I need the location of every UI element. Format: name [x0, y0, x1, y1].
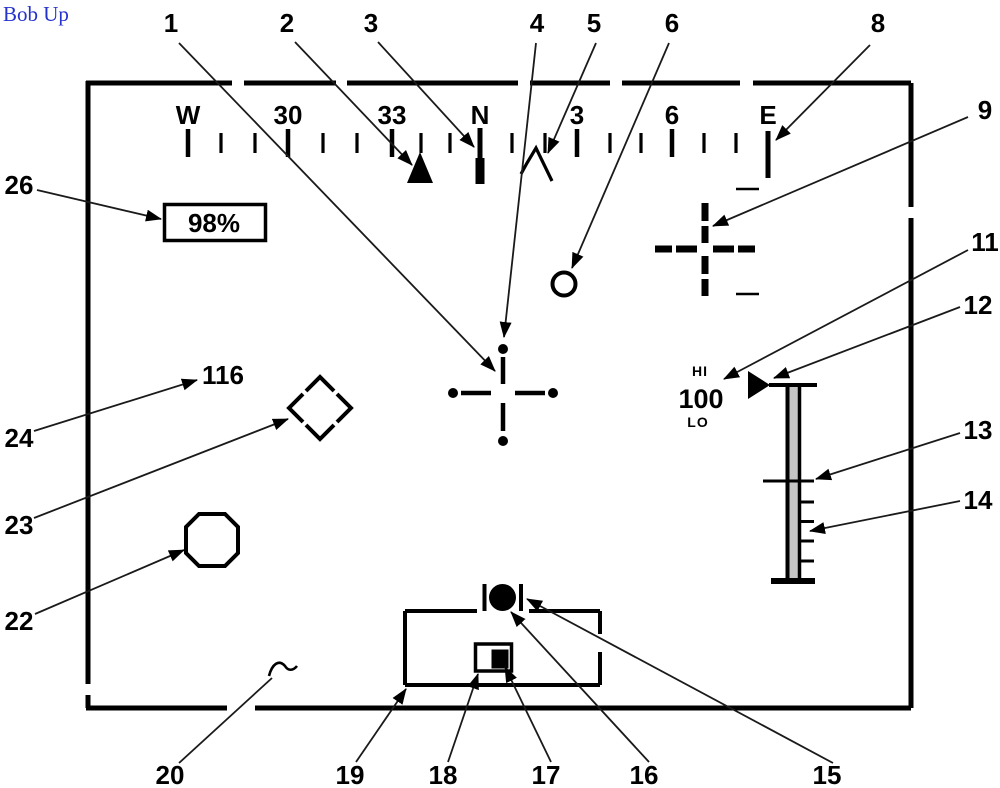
callout-4-leader	[499, 42, 537, 338]
callout-5-leader	[547, 42, 597, 154]
callout-24-number: 24	[5, 423, 34, 453]
heading-tape-label-N: N	[471, 100, 490, 130]
heading-tape-label-6: 6	[665, 100, 679, 130]
callout-3-leader	[377, 41, 475, 148]
velocity-box-group	[473, 642, 514, 673]
callout-11-number: 11	[971, 227, 999, 257]
acquisition-diamond	[286, 374, 354, 442]
callout-19-number: 19	[336, 760, 365, 788]
callout-15-leader	[526, 598, 834, 764]
callout-11-leader	[723, 249, 969, 380]
airspeed-value: 116	[202, 360, 244, 390]
callout-13-leader	[815, 432, 961, 481]
octagon-symbol	[184, 512, 240, 568]
callout-12-number: 12	[964, 290, 993, 320]
callout-6-leader	[571, 42, 670, 269]
callout-13-number: 13	[964, 415, 993, 445]
callout-1-leader	[178, 42, 496, 372]
callout-17-leader	[504, 666, 552, 763]
page-title: Bob Up	[3, 2, 69, 26]
callout-4-number: 4	[530, 8, 545, 38]
callout-26-leader	[36, 189, 162, 222]
callout-14-leader	[809, 500, 961, 534]
callout-9-number: 9	[978, 95, 992, 125]
heading-tape-label-E: E	[759, 100, 776, 130]
radar-alt-block: HI 100 LO	[678, 363, 723, 430]
callout-16-number: 16	[630, 760, 659, 788]
callout-12-leader	[773, 306, 961, 379]
callout-9-leader	[712, 116, 969, 227]
hud-border	[85, 80, 914, 711]
callout-3-number: 3	[364, 8, 378, 38]
heading-tape-label-30: 30	[274, 100, 303, 130]
scale-pointer-triangle	[748, 371, 770, 399]
sensor-bearing-symbol	[519, 144, 554, 182]
acceleration-cue-square	[491, 649, 509, 669]
callout-18-leader	[447, 673, 479, 763]
radar-alt-value: 100	[678, 384, 723, 414]
callout-1-number: 1	[164, 8, 178, 38]
head-tracker-circle	[550, 270, 578, 298]
heading-tape-label-3: 3	[570, 100, 584, 130]
radar-alt-lo-label: LO	[687, 414, 708, 430]
callout-16-leader	[510, 611, 650, 763]
command-heading-marker	[407, 152, 433, 183]
callout-26-number: 26	[5, 170, 34, 200]
callout-2-number: 2	[280, 8, 294, 38]
scale-bar-fill	[786, 385, 801, 581]
callout-22-leader	[34, 549, 185, 615]
bob-up-box	[403, 609, 602, 687]
heading-tape-label-W: W	[176, 100, 201, 130]
heading-tape-label-33: 33	[378, 100, 407, 130]
torque-box: 98%	[162, 202, 268, 243]
scale-short-ticks	[800, 500, 814, 563]
hover-position-symbol	[482, 584, 523, 611]
rising-scale	[748, 371, 817, 584]
callout-8-leader	[775, 44, 871, 141]
los-reticle	[655, 203, 755, 296]
callout-14-number: 14	[964, 485, 993, 515]
callout-20-leader	[178, 677, 273, 764]
callout-17-number: 17	[532, 760, 561, 788]
callout-22-number: 22	[5, 606, 34, 636]
squiggle-symbol	[267, 661, 299, 677]
callout-2-leader	[294, 41, 413, 166]
torque-value: 98%	[188, 208, 240, 238]
velocity-box	[473, 642, 514, 673]
radar-alt-hi-label: HI	[692, 363, 708, 379]
callout-5-number: 5	[587, 8, 601, 38]
callout-15-number: 15	[813, 760, 842, 788]
callout-19-leader	[355, 688, 407, 763]
hover-dot	[489, 584, 516, 611]
heading-tape: W 30 33 N 3 6 E	[176, 100, 777, 157]
callout-24-leader	[33, 378, 198, 432]
callout-8-number: 8	[871, 8, 885, 38]
cueing-dots-cross	[448, 344, 558, 446]
callout-6-number: 6	[665, 8, 679, 38]
callout-18-number: 18	[429, 760, 458, 788]
callout-23-leader	[33, 418, 289, 519]
callout-23-number: 23	[5, 510, 34, 540]
callout-20-number: 20	[156, 760, 185, 788]
